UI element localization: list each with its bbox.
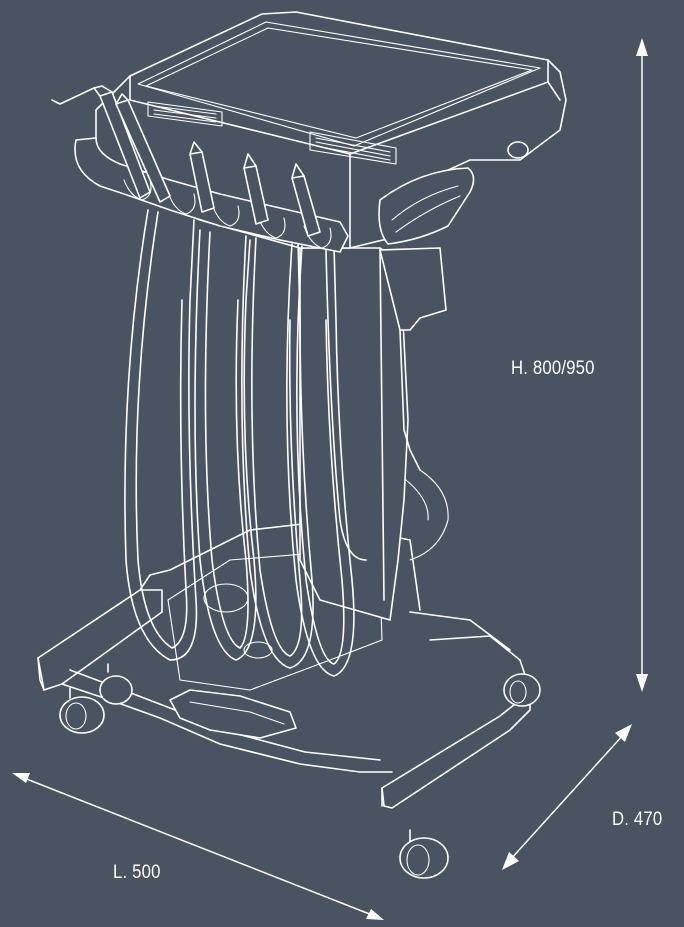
wheel-front-left bbox=[59, 687, 105, 734]
height-dimension-arrow bbox=[636, 38, 648, 692]
wheel-front-right bbox=[399, 829, 449, 879]
foot-pedal bbox=[169, 689, 297, 739]
instrument-hoses bbox=[124, 209, 367, 677]
depth-dimension-label: D. 470 bbox=[612, 809, 663, 830]
handpiece-instruments bbox=[51, 85, 321, 237]
height-dimension-label: H. 800/950 bbox=[511, 358, 595, 379]
cart-column bbox=[299, 247, 449, 621]
depth-dimension-arrow bbox=[502, 724, 632, 870]
length-dimension-label: L. 500 bbox=[113, 862, 161, 883]
wheel-back-right bbox=[503, 673, 541, 707]
length-dimension-arrow bbox=[12, 773, 384, 920]
wheel-back-left bbox=[99, 663, 133, 705]
cart-tray bbox=[95, 11, 567, 249]
